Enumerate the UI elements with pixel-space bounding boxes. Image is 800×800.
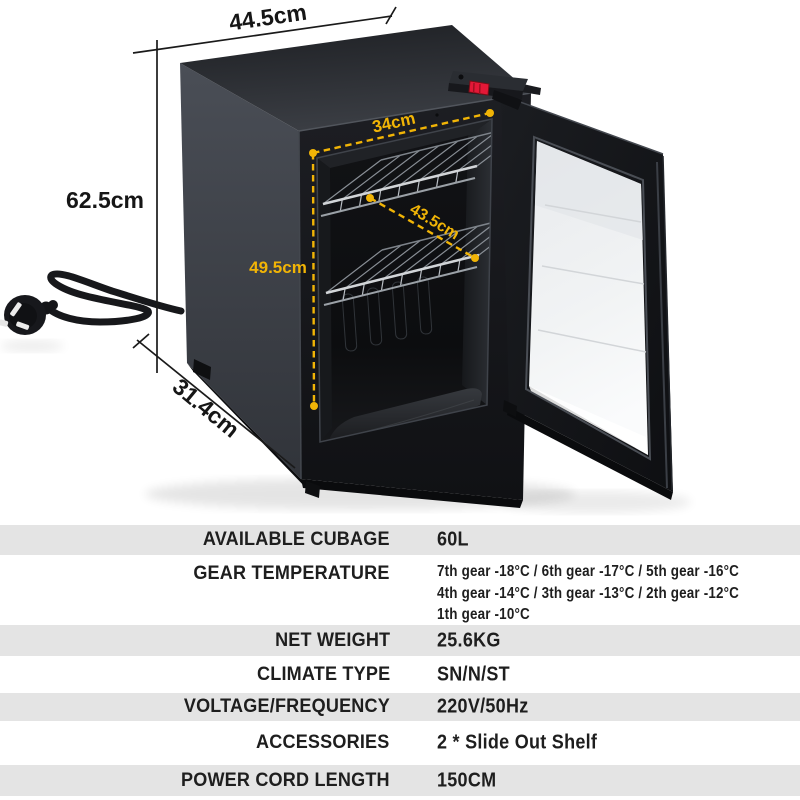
fridge-dimension-diagram: 44.5cm 62.5cm 31.4cm 34cm 43.5cm 49.5cm: [0, 0, 691, 513]
cabinet-foot: [193, 359, 211, 380]
spec-row-voltage: VOLTAGE/FREQUENCY 220V/50Hz: [0, 693, 800, 721]
gear-line-3: 1th gear -10°C: [437, 606, 530, 624]
spec-label: GEAR TEMPERATURE: [193, 563, 390, 584]
height-dimension-label: 62.5cm: [66, 187, 144, 213]
spec-label: VOLTAGE/FREQUENCY: [183, 696, 390, 717]
cabinet-top-panel: [180, 25, 531, 131]
wire-shelf-upper: [320, 121, 492, 217]
inner-dimension-lines: [311, 111, 491, 407]
cabinet-foot: [305, 481, 320, 498]
spec-label: ACCESSORIES: [256, 732, 390, 753]
interior-vent-slots: [341, 276, 433, 352]
gear-line-1: 7th gear -18°C / 6th gear -17°C / 5th ge…: [437, 563, 740, 580]
door-shadow: [501, 491, 691, 513]
spec-row-cubage: AVAILABLE CUBAGE 60L: [0, 525, 800, 555]
plug-prong: [0, 319, 9, 327]
plug-prong: [16, 321, 30, 330]
spec-label: AVAILABLE CUBAGE: [203, 529, 390, 550]
outer-dimension-lines: [132, 6, 397, 469]
inner-depth-line: [369, 196, 476, 260]
depth-dimension-line: [136, 339, 296, 469]
spec-value: 2 * Slide Out Shelf: [437, 731, 598, 754]
glass-shelf-reflections: [537, 204, 647, 353]
spec-value: 150CM: [437, 769, 497, 791]
gear-line-2: 4th gear -14°C / 3th gear -13°C / 2th ge…: [437, 584, 740, 602]
inner-width-line: [312, 111, 491, 155]
width-dimension-line: [132, 15, 393, 54]
spec-value-multiline: 7th gear -18°C / 6th gear -17°C / 5th ge…: [437, 561, 739, 626]
spec-value: 220V/50Hz: [437, 695, 529, 718]
spec-value: 25.6KG: [437, 629, 501, 651]
power-cord-and-plug: [0, 270, 185, 335]
spec-value: 60L: [437, 528, 469, 551]
spec-value: SN/N/ST: [437, 663, 510, 685]
fridge-cabinet: [180, 25, 532, 508]
inner-height-label: 49.5cm: [249, 258, 307, 277]
spec-label: NET WEIGHT: [274, 629, 390, 651]
spec-row-net-weight: NET WEIGHT 25.6KG: [0, 625, 800, 656]
inner-height-line: [311, 152, 316, 407]
inner-dimension-endpoints: [309, 109, 494, 410]
plug-shadow: [0, 340, 64, 352]
door-hinge: [492, 90, 522, 110]
spec-row-accessories: ACCESSORIES 2 * Slide Out Shelf: [0, 721, 800, 765]
fridge-door-open: [492, 90, 673, 500]
spec-row-gear-temperature: GEAR TEMPERATURE 7th gear -18°C / 6th ge…: [0, 555, 800, 625]
wire-shelf-lower: [323, 211, 492, 306]
spec-row-power-cord: POWER CORD LENGTH 150CM: [0, 765, 800, 796]
spec-row-climate-type: CLIMATE TYPE SN/N/ST: [0, 656, 800, 693]
spec-label: POWER CORD LENGTH: [181, 769, 390, 791]
plug-prong: [10, 302, 22, 317]
power-cord: [44, 270, 185, 326]
spec-label: CLIMATE TYPE: [256, 663, 390, 685]
